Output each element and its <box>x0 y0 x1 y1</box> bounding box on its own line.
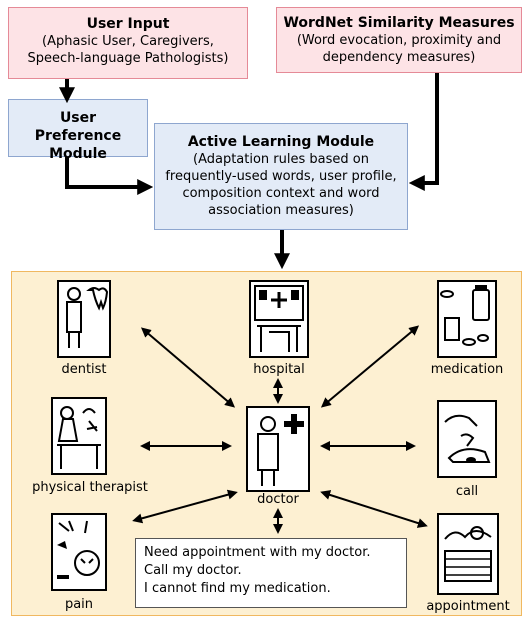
pain-icon <box>57 520 100 579</box>
active-learning-title: Active Learning Module <box>187 134 375 150</box>
appointment-icon <box>444 526 492 582</box>
message-box: Need appointment with my doctor. Call my… <box>135 538 407 608</box>
user-input-box: User Input (Aphasic User, Caregivers, Sp… <box>8 7 248 79</box>
wordnet-desc: (Word evocation, proximity and dependenc… <box>296 33 502 65</box>
appointment-label: appointment <box>426 599 510 614</box>
medication-symbol[interactable] <box>437 280 497 358</box>
user-input-title: User Input <box>86 16 170 32</box>
wordnet-title: WordNet Similarity Measures <box>283 15 515 31</box>
medication-label: medication <box>430 362 504 377</box>
physical-therapist-label: physical therapist <box>32 480 148 495</box>
active-learning-box: Active Learning Module (Adaptation rules… <box>154 123 408 230</box>
pain-label: pain <box>64 597 94 612</box>
message-line-1: Need appointment with my doctor. <box>144 545 371 560</box>
arrow-pain-doctor <box>132 489 238 524</box>
wordnet-box: WordNet Similarity Measures (Word evocat… <box>276 7 522 73</box>
dentist-icon <box>66 287 109 348</box>
appointment-symbol[interactable] <box>437 513 499 595</box>
doctor-label: doctor <box>257 492 299 507</box>
medication-icon <box>440 285 490 346</box>
call-symbol[interactable] <box>437 400 497 478</box>
user-input-desc: (Aphasic User, Caregivers, Speech-langua… <box>27 34 229 66</box>
arrow-preference-to-active <box>65 157 154 195</box>
call-icon <box>444 414 491 463</box>
call-label: call <box>455 484 479 499</box>
dentist-label: dentist <box>61 362 107 377</box>
arrow-medication-doctor <box>320 325 420 408</box>
message-line-3: I cannot find my medication. <box>144 581 331 596</box>
hospital-icon <box>254 285 304 352</box>
arrow-wordnet-to-active <box>408 73 439 191</box>
physical-therapist-icon <box>57 406 101 469</box>
doctor-icon <box>257 414 304 486</box>
doctor-symbol[interactable] <box>246 406 310 492</box>
hospital-label: hospital <box>253 362 305 377</box>
hospital-symbol[interactable] <box>249 280 309 358</box>
user-preference-box: User Preference Module <box>8 99 148 162</box>
dentist-symbol[interactable] <box>57 280 111 358</box>
user-preference-title: User Preference Module <box>34 110 122 162</box>
message-line-2: Call my doctor. <box>144 563 242 578</box>
active-learning-desc: (Adaptation rules based on frequently-us… <box>165 152 397 218</box>
physical-therapist-symbol[interactable] <box>51 397 107 475</box>
pain-symbol[interactable] <box>51 513 107 591</box>
arrow-appointment-doctor <box>320 490 428 528</box>
arrow-dentist-doctor <box>140 327 236 408</box>
